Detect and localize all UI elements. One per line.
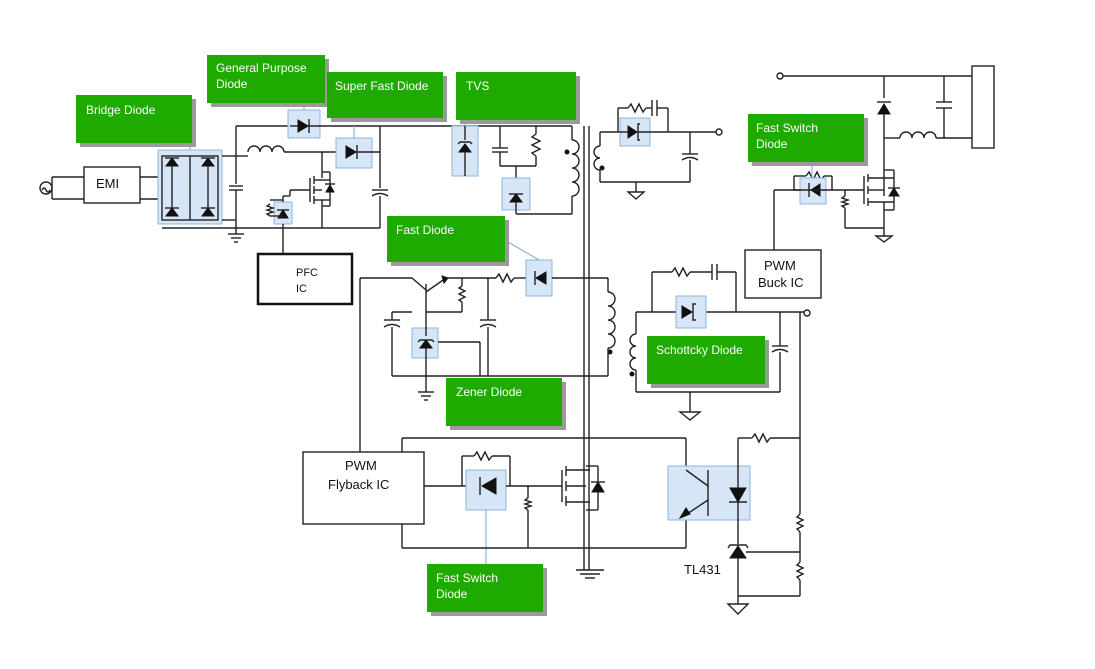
optocoupler [667,465,751,521]
pfc-ic-label-1: PFC [296,267,318,279]
tag-fast-diode-label: Fast Diode [396,223,454,237]
tag-bridge-diode: Bridge Diode [76,95,196,147]
pwm-flyback-label-1: PWM [345,458,377,473]
flyback-transformer [564,126,637,570]
tag-general-purpose-label-1: General Purpose [216,61,307,75]
pfc-ic-label-2: IC [296,283,307,295]
pfc-mosfet [290,152,335,228]
buck-mosfet [845,169,900,243]
tag-fast-switch-diode-bottom: Fast Switch Diode [427,564,547,616]
emi-filter: EMI [83,166,162,204]
pwm-buck-ic: PWM Buck IC [744,249,822,299]
tl431-label: TL431 [684,562,721,577]
tag-super-fast-diode: Super Fast Diode [327,72,447,122]
tag-zener-diode: Zener Diode [446,378,566,430]
pwm-buck-label-2: Buck IC [758,275,804,290]
tag-bridge-diode-label: Bridge Diode [86,103,156,117]
flyback-mosfet [561,465,605,511]
pwm-flyback-ic: PWM Flyback IC [302,451,425,525]
tag-tvs-label: TVS [466,79,489,93]
tag-fast-switch-bottom-label-2: Diode [436,587,468,601]
emi-label: EMI [96,176,119,191]
ac-input [39,176,84,200]
bridge-rectifier [157,149,223,225]
tag-general-purpose-diode: General Purpose Diode [207,55,329,107]
pfc-ic: PFC IC [256,252,354,306]
aux-transistor [411,275,449,320]
tag-tvs: TVS [456,72,580,124]
pwm-flyback-label-2: Flyback IC [328,477,389,492]
tag-fast-diode: Fast Diode [387,216,509,266]
tag-fast-switch-bottom-label-1: Fast Switch [436,571,498,585]
tag-zener-label: Zener Diode [456,385,522,399]
tl431: TL431 [684,544,800,615]
tag-general-purpose-label-2: Diode [216,77,248,91]
tag-schottky-label: Schottcky Diode [656,343,743,357]
pwm-buck-label-1: PWM [764,258,796,273]
tag-fast-switch-diode-top: Fast Switch Diode [748,114,868,166]
tag-schottky-diode: Schottcky Diode [647,336,769,388]
tag-fast-switch-top-label-2: Diode [756,137,788,151]
tag-super-fast-label: Super Fast Diode [335,79,429,93]
tag-fast-switch-top-label-1: Fast Switch [756,121,818,135]
